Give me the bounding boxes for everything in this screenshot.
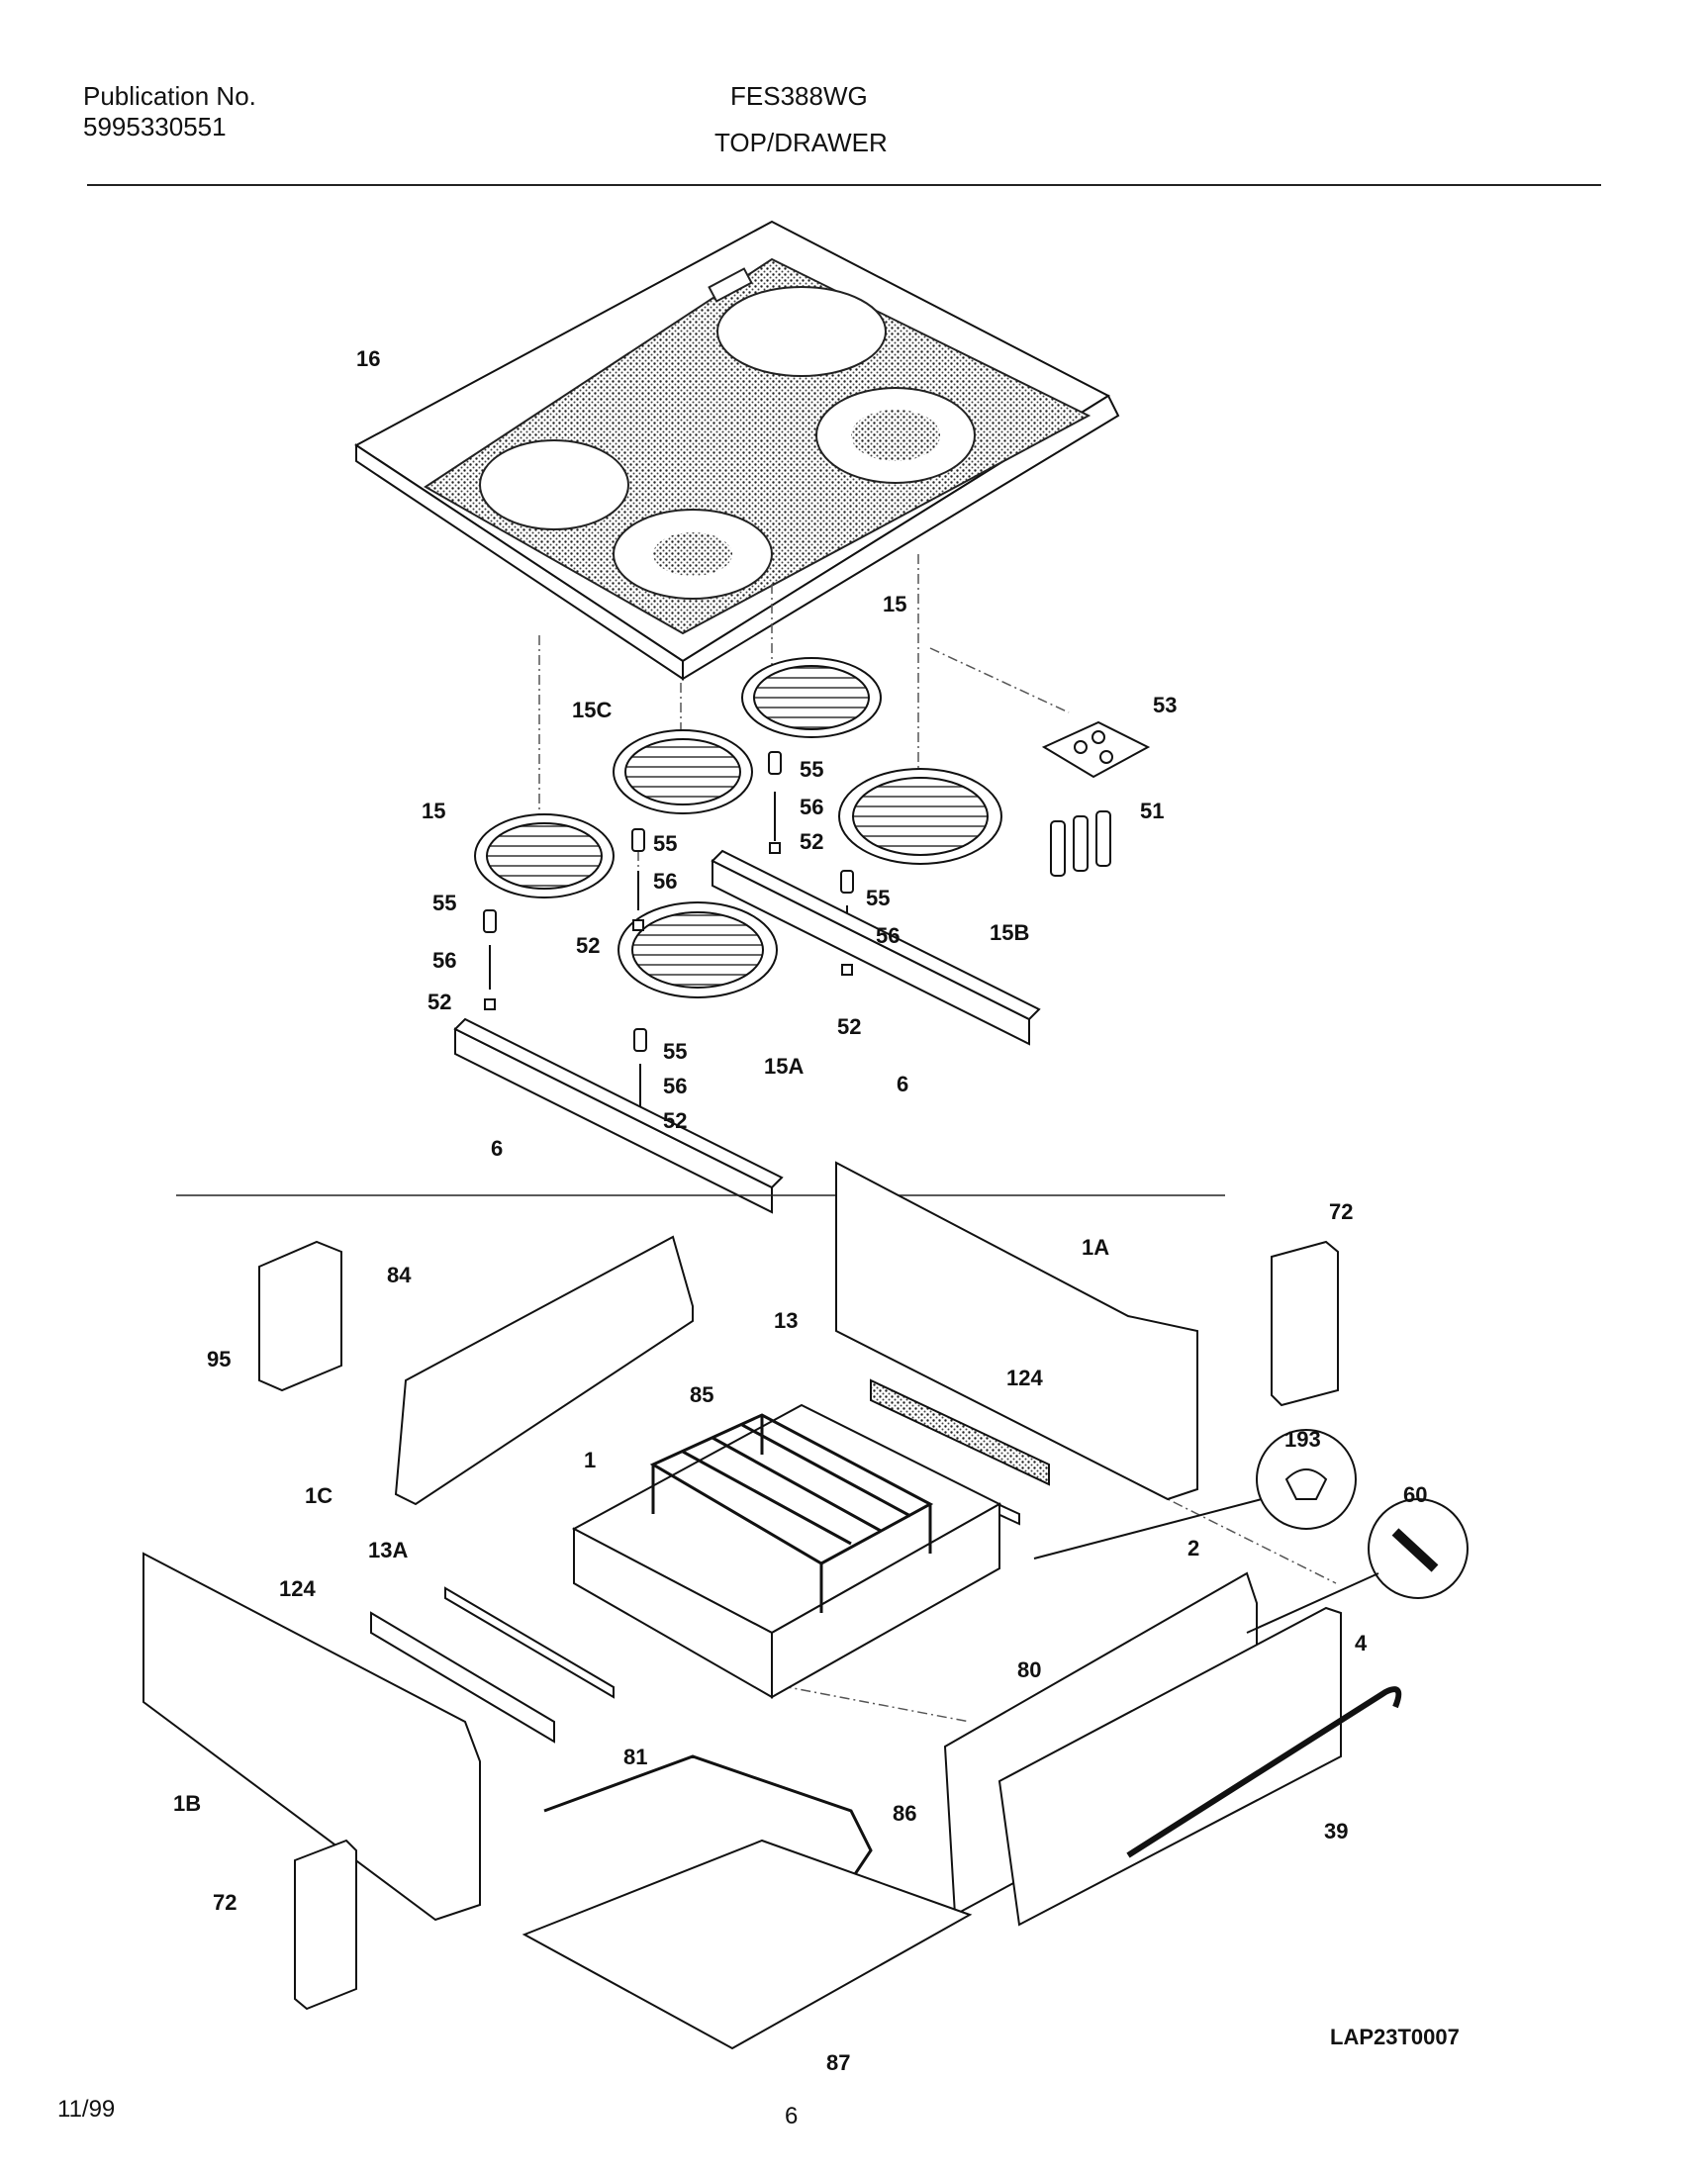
revision-date: 11/99 <box>57 2096 116 2123</box>
callout-87: 87 <box>826 2050 850 2075</box>
callout-55-a: 55 <box>800 757 823 782</box>
page-number: 6 <box>785 2103 799 2129</box>
bracket-72-bottom <box>294 1839 357 2011</box>
callout-56-d: 56 <box>876 923 900 948</box>
drawer-body-1 <box>571 1403 1002 1699</box>
callout-51: 51 <box>1140 799 1164 823</box>
alignment-lines <box>538 554 1337 1723</box>
callout-52-a: 52 <box>800 829 823 854</box>
callout-81: 81 <box>623 1745 647 1769</box>
callout-124-bottom: 124 <box>279 1576 316 1601</box>
callout-52-b: 52 <box>576 933 600 958</box>
model-number: FES388WG <box>730 81 868 111</box>
callout-15-left: 15 <box>422 799 445 823</box>
callout-56-b: 56 <box>653 869 677 894</box>
section-title: TOP/DRAWER <box>714 128 888 157</box>
callout-13a: 13A <box>368 1538 408 1562</box>
detail-193 <box>1033 1429 1357 1560</box>
callout-84: 84 <box>387 1263 412 1287</box>
switch-bracket <box>1041 720 1151 877</box>
insulation-95 <box>258 1240 342 1392</box>
side-panel-1c <box>394 1235 694 1506</box>
surface-element-15-rear <box>741 657 882 738</box>
callout-1b: 1B <box>173 1791 201 1816</box>
callout-53: 53 <box>1153 693 1177 717</box>
callout-6-rear: 6 <box>897 1072 908 1096</box>
drawing-code: LAP23T0007 <box>1330 2025 1460 2049</box>
callout-1: 1 <box>584 1448 596 1472</box>
callout-1a: 1A <box>1082 1235 1109 1260</box>
drawer-front-4 <box>997 1606 1342 1927</box>
callout-15c: 15C <box>572 698 612 722</box>
support-rail-rear <box>711 849 1041 1046</box>
header-rule <box>87 184 1601 186</box>
callout-15-rear: 15 <box>883 592 906 616</box>
callout-6-front: 6 <box>491 1136 503 1161</box>
element-mounting-hardware <box>483 751 854 1129</box>
callout-16: 16 <box>356 346 380 371</box>
callout-56-c: 56 <box>432 948 456 973</box>
publication-number: 5995330551 <box>83 112 227 142</box>
callout-55-c: 55 <box>432 891 456 915</box>
callout-15a: 15A <box>764 1054 804 1079</box>
bracket-72-top <box>1271 1240 1339 1407</box>
callout-39: 39 <box>1324 1819 1348 1844</box>
detail-60 <box>1246 1498 1469 1634</box>
surface-element-15b <box>838 768 1002 865</box>
callout-52-d: 52 <box>837 1014 861 1039</box>
callout-80: 80 <box>1017 1657 1041 1682</box>
callout-4: 4 <box>1355 1631 1368 1655</box>
panel-1b <box>142 1552 481 1922</box>
rear-panel-1a <box>835 1161 1198 1501</box>
callout-72-top: 72 <box>1329 1199 1353 1224</box>
drawer-rack-85 <box>649 1413 934 1613</box>
callout-52-c: 52 <box>427 990 451 1014</box>
callout-15b: 15B <box>990 920 1029 945</box>
drawer-handle-39 <box>1126 1686 1402 1858</box>
callout-1c: 1C <box>305 1483 332 1508</box>
publication-label: Publication No. <box>83 81 256 111</box>
bottom-panel-87 <box>522 1839 973 2050</box>
callout-56-a: 56 <box>800 795 823 819</box>
callout-72-bottom: 72 <box>213 1890 237 1915</box>
callout-52-e: 52 <box>663 1108 687 1133</box>
surface-element-15c <box>613 729 753 814</box>
cooktop-glass <box>354 220 1120 681</box>
callout-193: 193 <box>1284 1427 1321 1452</box>
callout-86: 86 <box>893 1801 916 1826</box>
callout-2: 2 <box>1187 1536 1199 1560</box>
surface-element-15a <box>617 901 778 998</box>
support-rail-front <box>453 1017 784 1214</box>
callout-55-d: 55 <box>866 886 890 910</box>
surface-element-15-left <box>474 813 615 898</box>
callout-13: 13 <box>774 1308 798 1333</box>
callout-56-e: 56 <box>663 1074 687 1098</box>
callout-55-e: 55 <box>663 1039 687 1064</box>
callout-124-top: 124 <box>1006 1366 1043 1390</box>
callout-95: 95 <box>207 1347 231 1371</box>
callout-55-b: 55 <box>653 831 677 856</box>
callout-85: 85 <box>690 1382 713 1407</box>
drawer-slide-13a <box>370 1586 615 1744</box>
callout-60: 60 <box>1403 1482 1427 1507</box>
